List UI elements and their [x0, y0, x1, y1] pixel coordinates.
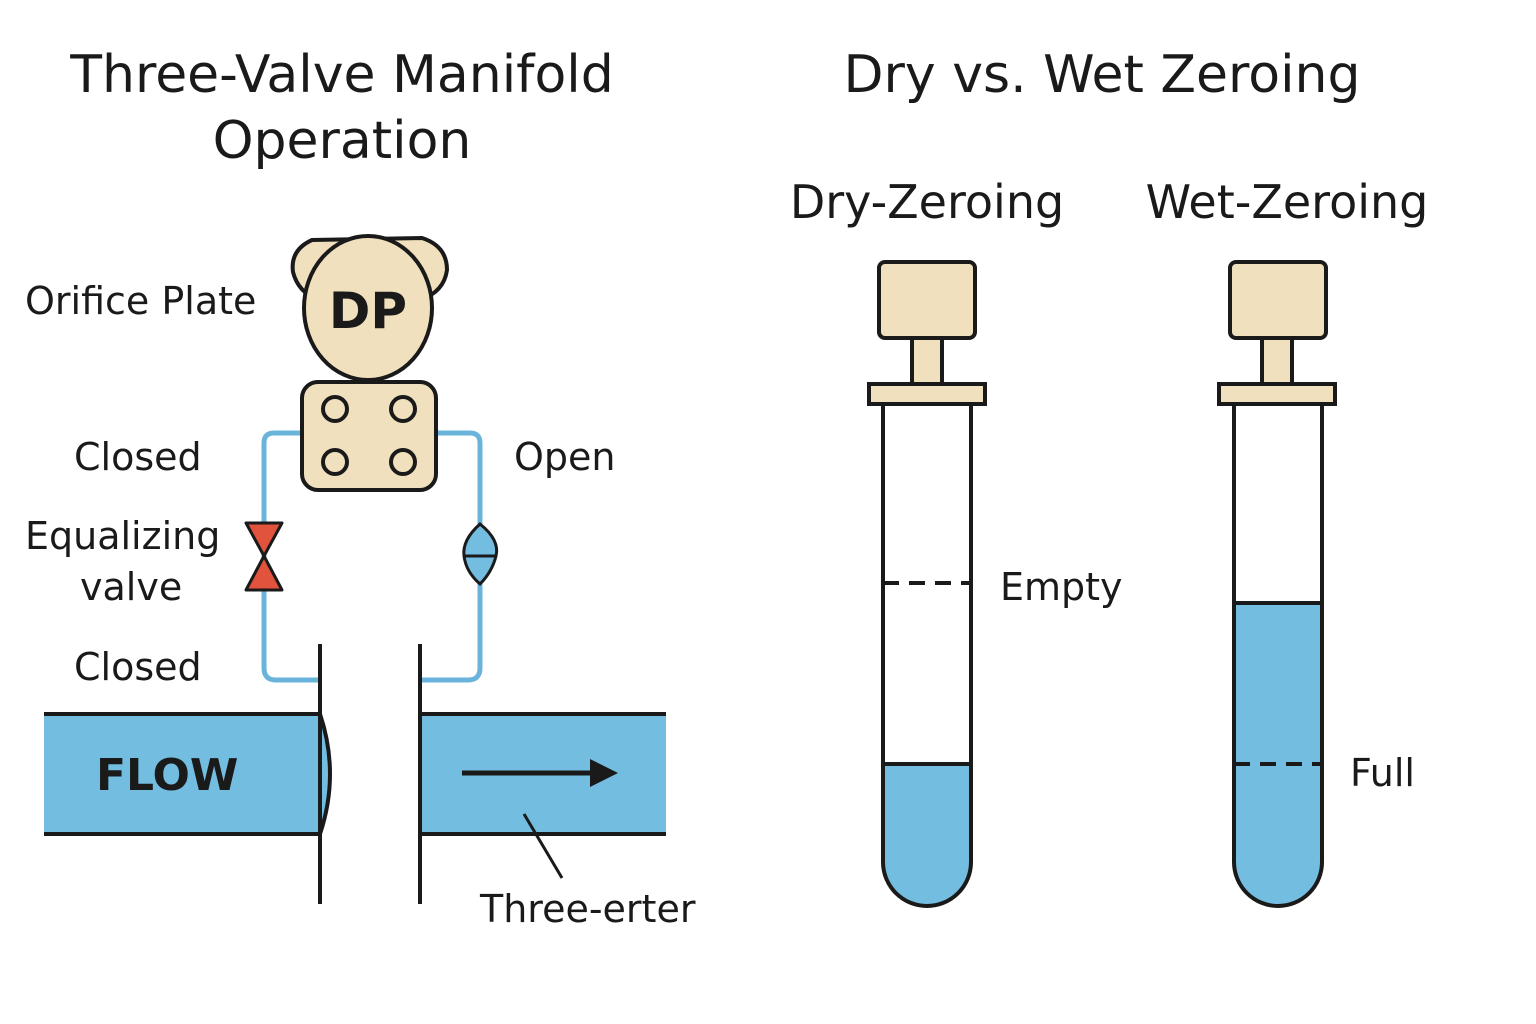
three-valve-manifold-panel: Three-Valve Manifold Operation DP Orifi [25, 45, 696, 931]
pointer-label: Three-erter [479, 887, 696, 931]
right-valve-state: Open [514, 435, 616, 479]
dry-zeroing-heading: Dry-Zeroing [790, 175, 1064, 229]
left-title-line2: Operation [213, 111, 472, 171]
orifice-plate-label: Orifice Plate [25, 279, 256, 323]
closed-valve-icon [244, 521, 284, 592]
right-title: Dry vs. Wet Zeroing [843, 45, 1360, 105]
dry-tube [881, 404, 973, 908]
equalizing-label-line2: valve [80, 565, 182, 609]
zeroing-comparison-panel: Dry vs. Wet Zeroing Dry-Zeroing Empty We… [790, 45, 1429, 908]
bottom-state-label: Closed [74, 645, 202, 689]
dp-transmitter-icon: DP [290, 234, 450, 492]
dry-liquid-fill [883, 764, 971, 906]
pointer-line [522, 813, 564, 879]
dry-marker-label: Empty [1000, 565, 1123, 609]
flow-pipe: FLOW [44, 644, 666, 904]
left-valve-state: Closed [74, 435, 202, 479]
left-title-line1: Three-Valve Manifold [69, 45, 614, 105]
dp-label: DP [329, 282, 407, 340]
dry-zeroing-column: Dry-Zeroing Empty [790, 175, 1123, 908]
wet-marker-label: Full [1350, 751, 1415, 795]
flow-label: FLOW [96, 750, 238, 801]
wet-zeroing-column: Wet-Zeroing Full [1146, 175, 1429, 908]
arrow-right-icon [462, 759, 618, 787]
wet-zeroing-heading: Wet-Zeroing [1146, 175, 1429, 229]
wet-tube [1232, 404, 1324, 908]
open-valve-icon [462, 522, 499, 587]
wet-liquid-fill [1234, 603, 1322, 906]
equalizing-label-line1: Equalizing [25, 514, 220, 558]
